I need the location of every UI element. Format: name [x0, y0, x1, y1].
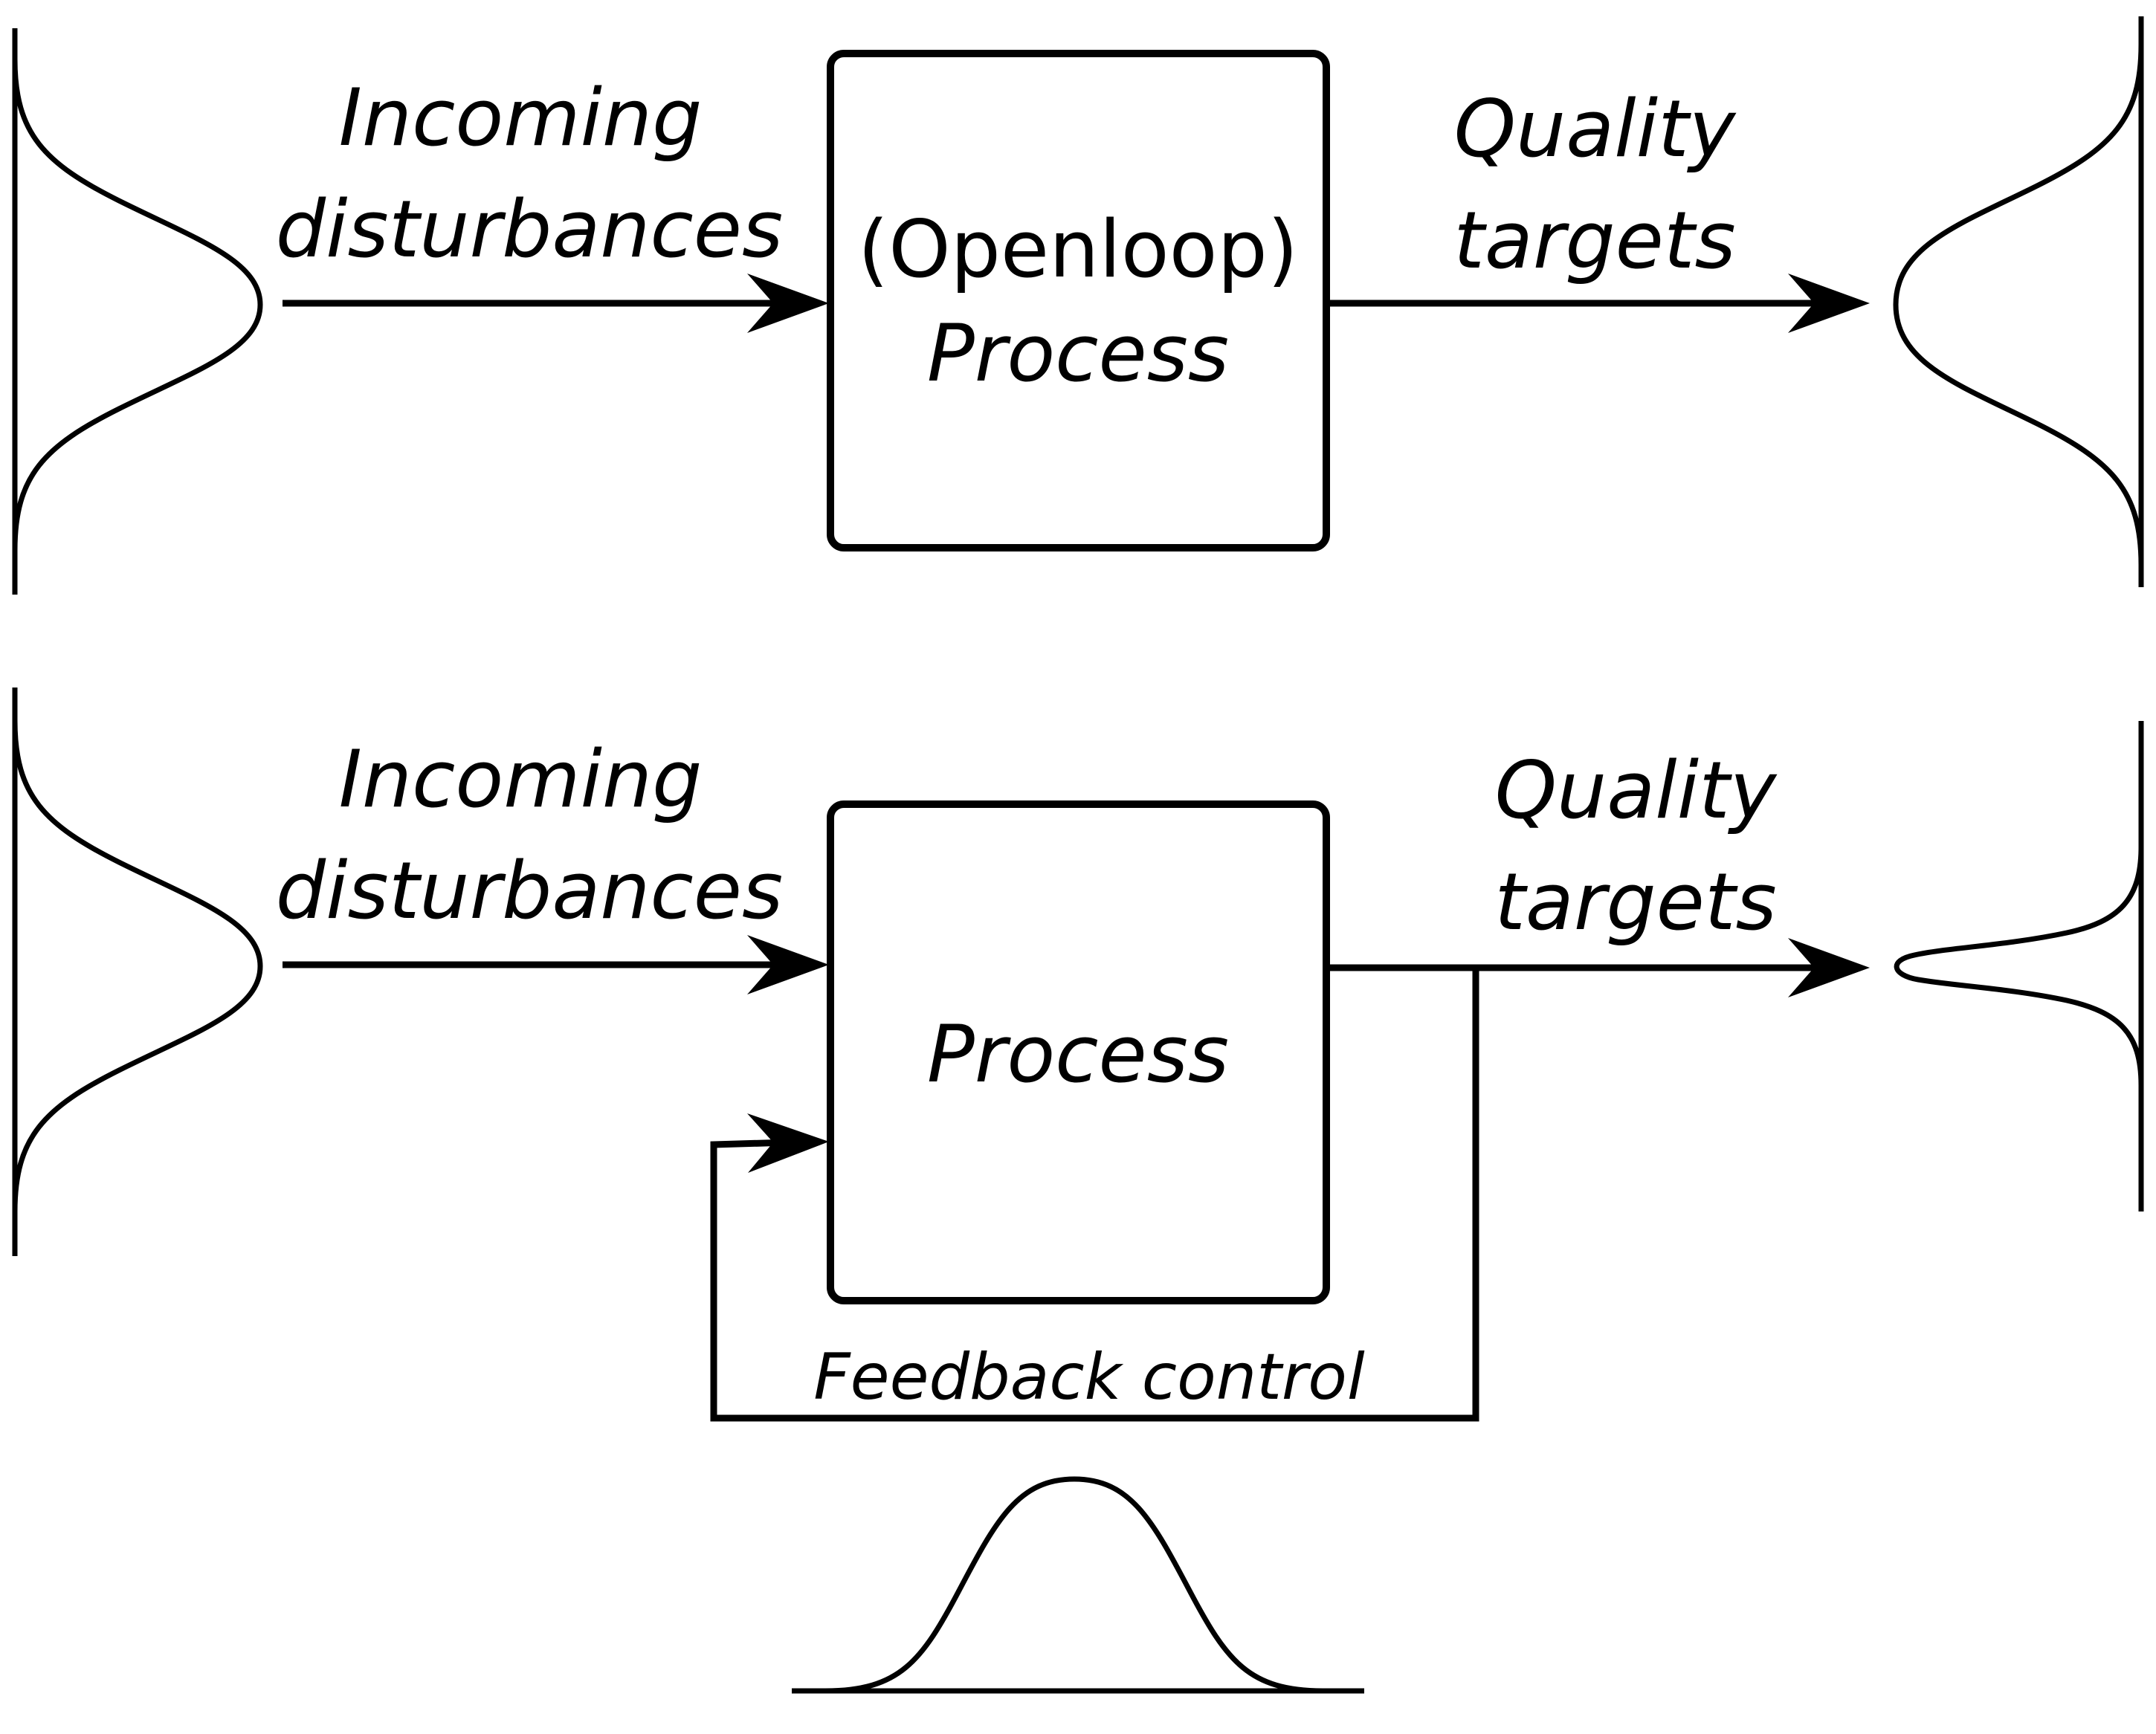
bottom-process-label: Process — [927, 1009, 1229, 1100]
bottom-output-arrow — [1330, 938, 1870, 997]
top-output-label-line2: targets — [1453, 195, 1735, 286]
top-row: Incoming disturbances (Openloop) Process… — [12, 16, 2144, 595]
bottom-input-distribution-curve — [12, 720, 263, 1212]
top-output-label-line1: Quality — [1454, 83, 1737, 175]
top-process-label-line2: Process — [927, 308, 1229, 399]
bottom-input-distribution — [12, 688, 263, 1256]
bottom-input-label-line2: disturbances — [276, 845, 783, 936]
top-input-label-line2: disturbances — [276, 184, 783, 275]
feedback-distribution — [792, 1476, 1364, 1694]
bottom-process-box — [827, 800, 1330, 1304]
bottom-row: Incoming disturbances Process Quality ta… — [12, 688, 2144, 1694]
feedback-loop — [710, 968, 1479, 1422]
top-process-label-line1: (Openloop) — [858, 204, 1298, 295]
top-output-distribution-curve — [1893, 44, 2144, 566]
top-input-arrowhead — [747, 274, 829, 333]
top-input-arrow — [283, 274, 829, 333]
bottom-output-distribution — [1894, 721, 2144, 1211]
top-output-arrowhead — [1788, 274, 1870, 333]
bottom-output-label-line2: targets — [1494, 856, 1776, 948]
feedback-distribution-curve — [824, 1476, 1324, 1694]
top-input-distribution — [12, 28, 263, 595]
feedback-label: Feedback control — [813, 1340, 1365, 1414]
top-input-label-line1: Incoming — [339, 72, 703, 164]
feedback-loop-path — [710, 968, 1479, 1422]
top-process-box — [827, 50, 1330, 551]
bottom-input-arrow — [283, 935, 829, 994]
bottom-output-label-line1: Quality — [1495, 745, 1778, 836]
bottom-input-arrowhead — [747, 935, 829, 994]
top-output-arrow — [1330, 274, 1870, 333]
bottom-output-distribution-curve — [1894, 847, 2144, 1086]
feedback-arrowhead — [747, 1113, 829, 1173]
bottom-input-label-line1: Incoming — [339, 734, 703, 825]
bottom-output-arrowhead — [1788, 938, 1870, 997]
top-input-distribution-curve — [12, 59, 263, 551]
top-output-distribution — [1893, 16, 2144, 587]
